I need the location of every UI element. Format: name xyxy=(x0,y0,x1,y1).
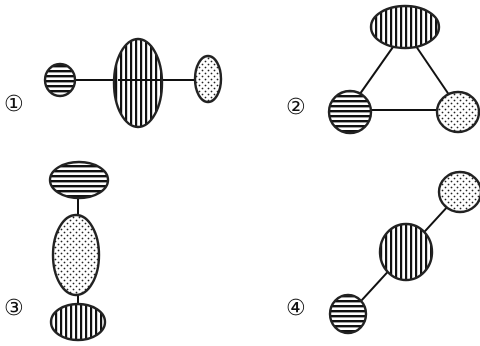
atom-vertical-stripes xyxy=(49,302,107,342)
atom-dots xyxy=(437,170,480,214)
molecule-2 xyxy=(327,4,480,135)
atom-vertical-stripes xyxy=(112,37,164,129)
atom-vertical-stripes xyxy=(378,222,434,282)
label-molecule-2: ② xyxy=(286,95,306,120)
molecule-1 xyxy=(43,37,223,129)
label-molecule-4: ④ xyxy=(286,296,306,321)
molecule-4 xyxy=(328,170,480,335)
atom-dots xyxy=(435,90,480,134)
atom-horizontal-stripes xyxy=(327,89,373,135)
atom-horizontal-stripes xyxy=(48,160,110,200)
atom-dots xyxy=(51,213,101,297)
label-molecule-1: ① xyxy=(4,92,24,117)
atom-horizontal-stripes xyxy=(43,62,77,98)
atom-vertical-stripes xyxy=(369,4,441,50)
label-molecule-3: ③ xyxy=(4,296,24,321)
molecule-3 xyxy=(48,160,110,342)
atom-horizontal-stripes xyxy=(328,293,368,335)
atom-dots xyxy=(193,54,223,104)
